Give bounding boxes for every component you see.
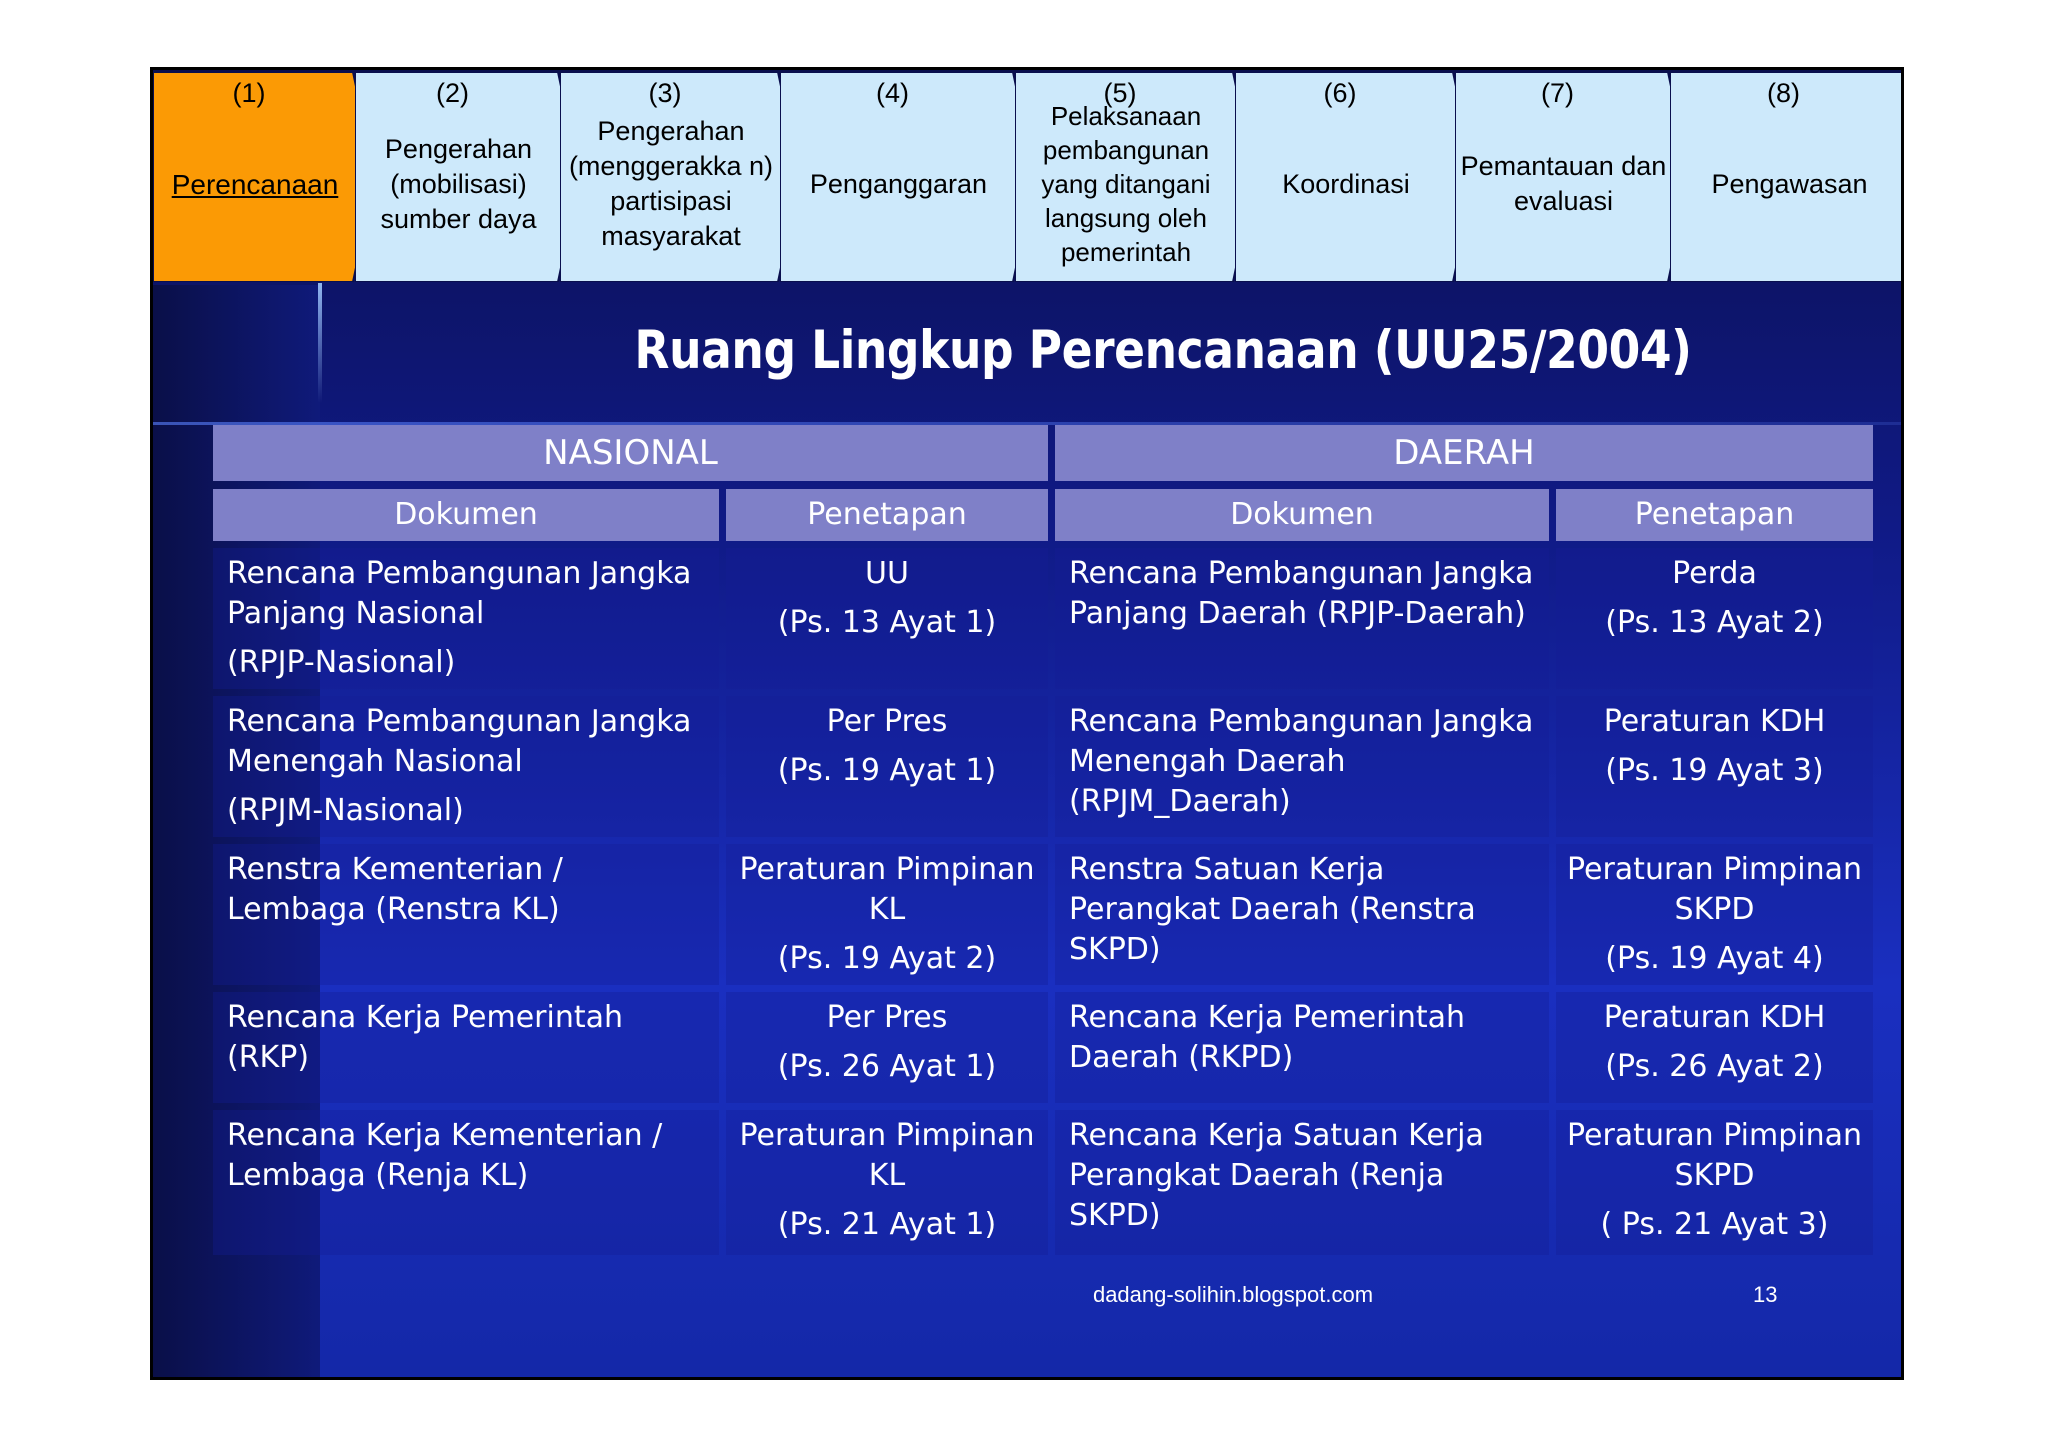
table-cell-dae-pen: Peraturan Pimpinan SKPD ( Ps. 21 Ayat 3) — [1556, 1110, 1873, 1255]
step-5[interactable]: (5)Pelaksanaan pembangunan yang ditangan… — [1015, 72, 1257, 282]
cell-line: (Ps. 26 Ayat 1) — [777, 1049, 997, 1084]
header-dae-penetapan: Penetapan — [1556, 489, 1873, 541]
cell-line: (RPJP-Nasional) — [227, 645, 456, 680]
step-label: Pemantauan dan evaluasi — [1460, 151, 1667, 216]
cell-line: Perda — [1672, 556, 1757, 591]
table-cell-dae-doc: Rencana Pembangunan Jangka Menengah Daer… — [1055, 696, 1549, 837]
step-8[interactable]: (8) Pengawasan — [1670, 72, 1901, 282]
cell-line: Rencana Pembangunan Jangka Menengah Daer… — [1069, 704, 1534, 819]
table-cell-dae-doc: Rencana Kerja Pemerintah Daerah (RKPD) — [1055, 992, 1549, 1103]
cell-line: (Ps. 19 Ayat 1) — [777, 753, 997, 788]
cell-line: Rencana Pembangunan Jangka Panjang Daera… — [1069, 556, 1534, 631]
cell-line: Peraturan KDH — [1603, 1000, 1826, 1035]
cell-line: (Ps. 13 Ayat 2) — [1605, 605, 1824, 640]
step-3[interactable]: (3) Pengerahan (menggerakka n) partisipas… — [560, 72, 802, 282]
table-cell-nas-doc: Rencana Pembangunan Jangka Menengah Nasi… — [213, 696, 719, 837]
cell-line: Rencana Kerja Satuan Kerja Perangkat Dae… — [1069, 1118, 1484, 1233]
table-cell-dae-pen: Peraturan Pimpinan SKPD (Ps. 19 Ayat 4) — [1556, 844, 1873, 985]
cell-line: (Ps. 19 Ayat 3) — [1605, 753, 1824, 788]
step-number: (7) — [1541, 78, 1574, 108]
table-cell-nas-doc: Rencana Pembangunan Jangka Panjang Nasio… — [213, 548, 719, 689]
vertical-accent-line — [318, 283, 322, 403]
cell-line: Rencana Kerja Pemerintah Daerah (RKPD) — [1069, 1000, 1466, 1075]
slide-title: Ruang Lingkup Perencanaan (UU25/2004) — [634, 320, 1692, 381]
step-label: Penganggaran — [809, 168, 988, 199]
cell-line: Per Pres — [826, 1000, 948, 1035]
step-number: (5) — [1103, 78, 1137, 108]
cell-line: UU — [865, 556, 909, 591]
table-cell-nas-doc: Rencana Kerja Pemerintah (RKP) — [213, 992, 719, 1103]
step-4[interactable]: (4) Penganggaran — [780, 72, 1037, 282]
header-nas-penetapan: Penetapan — [726, 489, 1048, 541]
header-nasional: NASIONAL — [213, 425, 1048, 481]
cell-line: Peraturan Pimpinan KL — [739, 1118, 1035, 1193]
cell-line: (Ps. 26 Ayat 2) — [1605, 1049, 1824, 1084]
step-number: (8) — [1767, 78, 1800, 108]
step-number: (3) — [648, 78, 682, 108]
slide: (1) Perencanaan (2) Pengerahan (mobilisasi)… — [150, 67, 1904, 1380]
table-cell-dae-pen: Peraturan KDH (Ps. 19 Ayat 3) — [1556, 696, 1873, 837]
cell-line: Peraturan KDH — [1603, 704, 1826, 739]
table-cell-nas-pen: Peraturan Pimpinan KL (Ps. 19 Ayat 2) — [726, 844, 1048, 985]
page-number: 13 — [1753, 1282, 1778, 1307]
step-label: Pengerahan (menggerakka n) partisipasi m… — [568, 116, 774, 251]
cell-line: (Ps. 19 Ayat 2) — [777, 941, 997, 976]
cell-line: Rencana Pembangunan Jangka Menengah Nasi… — [227, 704, 692, 779]
table-cell-nas-doc: Rencana Kerja Kementerian / Lembaga (Ren… — [213, 1110, 719, 1255]
cell-line: (RPJM-Nasional) — [227, 793, 464, 828]
cell-line: Peraturan Pimpinan SKPD — [1566, 852, 1863, 927]
chevron-shape — [1670, 72, 1901, 282]
step-label: Koordinasi — [1282, 168, 1410, 199]
cell-line: Peraturan Pimpinan SKPD — [1566, 1118, 1863, 1193]
header-nas-dokumen: Dokumen — [213, 489, 719, 541]
table-cell-dae-doc: Renstra Satuan Kerja Perangkat Daerah (R… — [1055, 844, 1549, 985]
table-cell-nas-pen: UU (Ps. 13 Ayat 1) — [726, 548, 1048, 689]
step-6[interactable]: (6) Koordinasi — [1235, 72, 1477, 282]
table-cell-nas-pen: Per Pres (Ps. 19 Ayat 1) — [726, 696, 1048, 837]
header-daerah: DAERAH — [1055, 425, 1873, 481]
horizontal-accent-line — [153, 422, 1901, 425]
cell-line: Rencana Kerja Kementerian / Lembaga (Ren… — [227, 1118, 663, 1193]
step-label: Pengawasan — [1711, 168, 1868, 199]
cell-line: Peraturan Pimpinan KL — [739, 852, 1035, 927]
cell-line: (Ps. 19 Ayat 4) — [1605, 941, 1824, 976]
step-1[interactable]: (1) Perencanaan — [153, 72, 377, 282]
table-cell-dae-pen: Peraturan KDH (Ps. 26 Ayat 2) — [1556, 992, 1873, 1103]
cell-line: Rencana Pembangunan Jangka Panjang Nasio… — [227, 556, 692, 631]
step-7[interactable]: (7) Pemantauan dan evaluasi — [1455, 72, 1692, 282]
step-label: Perencanaan — [171, 168, 339, 200]
table-cell-dae-doc: Rencana Kerja Satuan Kerja Perangkat Dae… — [1055, 1110, 1549, 1255]
cell-line: (Ps. 13 Ayat 1) — [777, 605, 997, 640]
step-number: (1) — [232, 78, 266, 108]
cell-line: ( Ps. 21 Ayat 3) — [1600, 1207, 1829, 1242]
cell-line: Rencana Kerja Pemerintah (RKP) — [227, 1000, 624, 1075]
table-cell-dae-pen: Perda (Ps. 13 Ayat 2) — [1556, 548, 1873, 689]
footer-url: dadang-solihin.blogspot.com — [1092, 1282, 1374, 1307]
table-cell-nas-doc: Renstra Kementerian / Lembaga (Renstra K… — [213, 844, 719, 985]
step-number: (6) — [1323, 78, 1357, 108]
cell-line: (Ps. 21 Ayat 1) — [777, 1207, 997, 1242]
step-number: (2) — [436, 78, 469, 108]
table-cell-nas-pen: Peraturan Pimpinan KL (Ps. 21 Ayat 1) — [726, 1110, 1048, 1255]
step-label: Pengerahan (mobilisasi) sumber daya — [380, 133, 537, 234]
table-cell-nas-pen: Per Pres (Ps. 26 Ayat 1) — [726, 992, 1048, 1103]
cell-line: Renstra Satuan Kerja Perangkat Daerah (R… — [1069, 852, 1476, 967]
cell-line: Renstra Kementerian / Lembaga (Renstra K… — [227, 852, 563, 927]
cell-line: Per Pres — [826, 704, 948, 739]
table-cell-dae-doc: Rencana Pembangunan Jangka Panjang Daera… — [1055, 548, 1549, 689]
step-label: Pelaksanaan pembangunan yang ditangani l… — [1041, 101, 1211, 267]
step-number: (4) — [876, 78, 909, 108]
step-2[interactable]: (2) Pengerahan (mobilisasi) sumber daya — [355, 72, 582, 282]
header-dae-dokumen: Dokumen — [1055, 489, 1549, 541]
